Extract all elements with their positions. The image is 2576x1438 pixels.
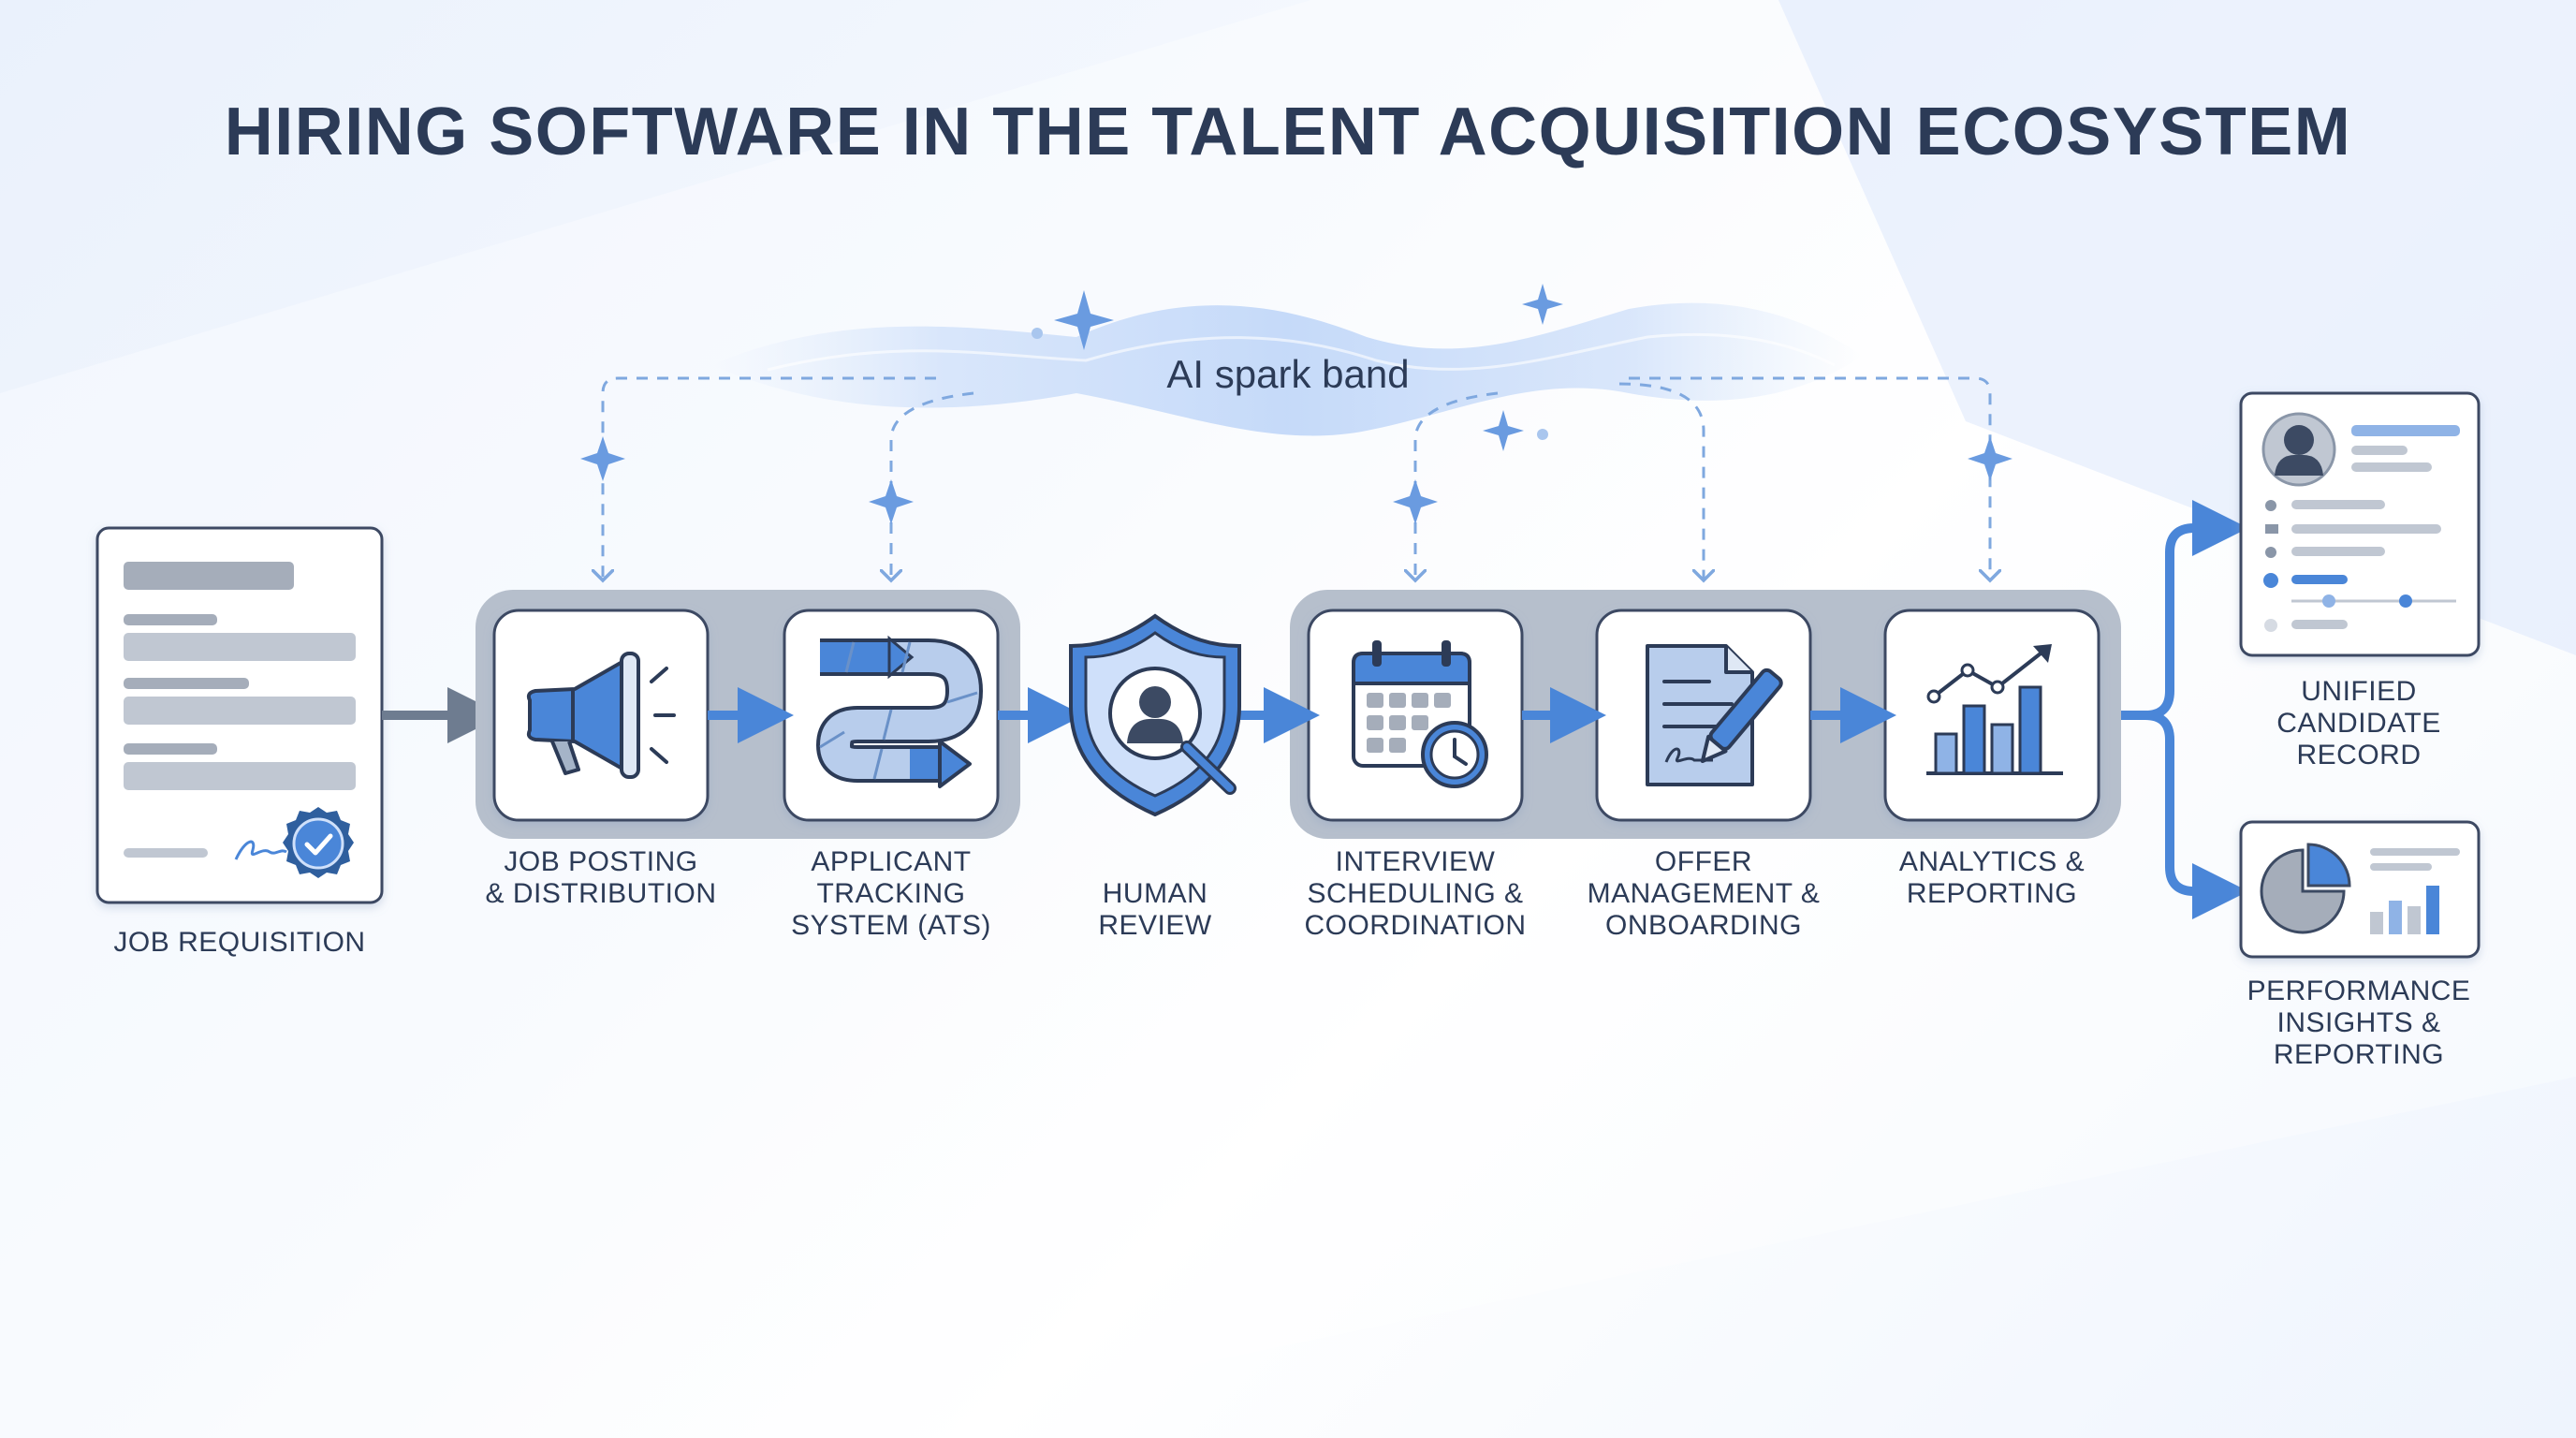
bar-chart-trend-icon [1926,644,2063,775]
ai-connectors [603,376,1990,580]
connector-sparkles [580,436,2012,524]
ai-band-label: AI spark band [1166,352,1410,396]
certified-seal-icon [283,807,354,878]
document-pen-icon [1646,644,1783,786]
calendar-clock-icon [1352,640,1488,788]
sparkle-icon [869,479,914,524]
output-split-arrow [2121,500,2248,919]
page-title: HIRING SOFTWARE IN THE TALENT ACQUISITIO… [224,95,2352,169]
profile-card-icon [2239,391,2481,657]
label-job-posting: JOB POSTING& DISTRIBUTION [485,846,717,909]
ai-spark-band [711,284,1863,451]
sparkle-icon [1054,290,1114,350]
label-analytics: ANALYTICS &REPORTING [1898,846,2086,909]
sparkle-icon [1483,410,1524,451]
winding-path-icon [816,635,983,788]
sparkle-icon [1393,479,1438,524]
sparkle-icon [580,436,625,481]
sparkle-icon [1968,436,2012,481]
pie-bar-chart-icon [2239,820,2481,959]
label-job-requisition: JOB REQUISITION [113,927,366,958]
analytics-tile[interactable] [1883,609,2100,822]
shield-person-icon [1069,613,1241,817]
megaphone-icon [526,652,676,779]
job-requisition-card [95,526,384,904]
sparkle-icon [1522,284,1563,325]
